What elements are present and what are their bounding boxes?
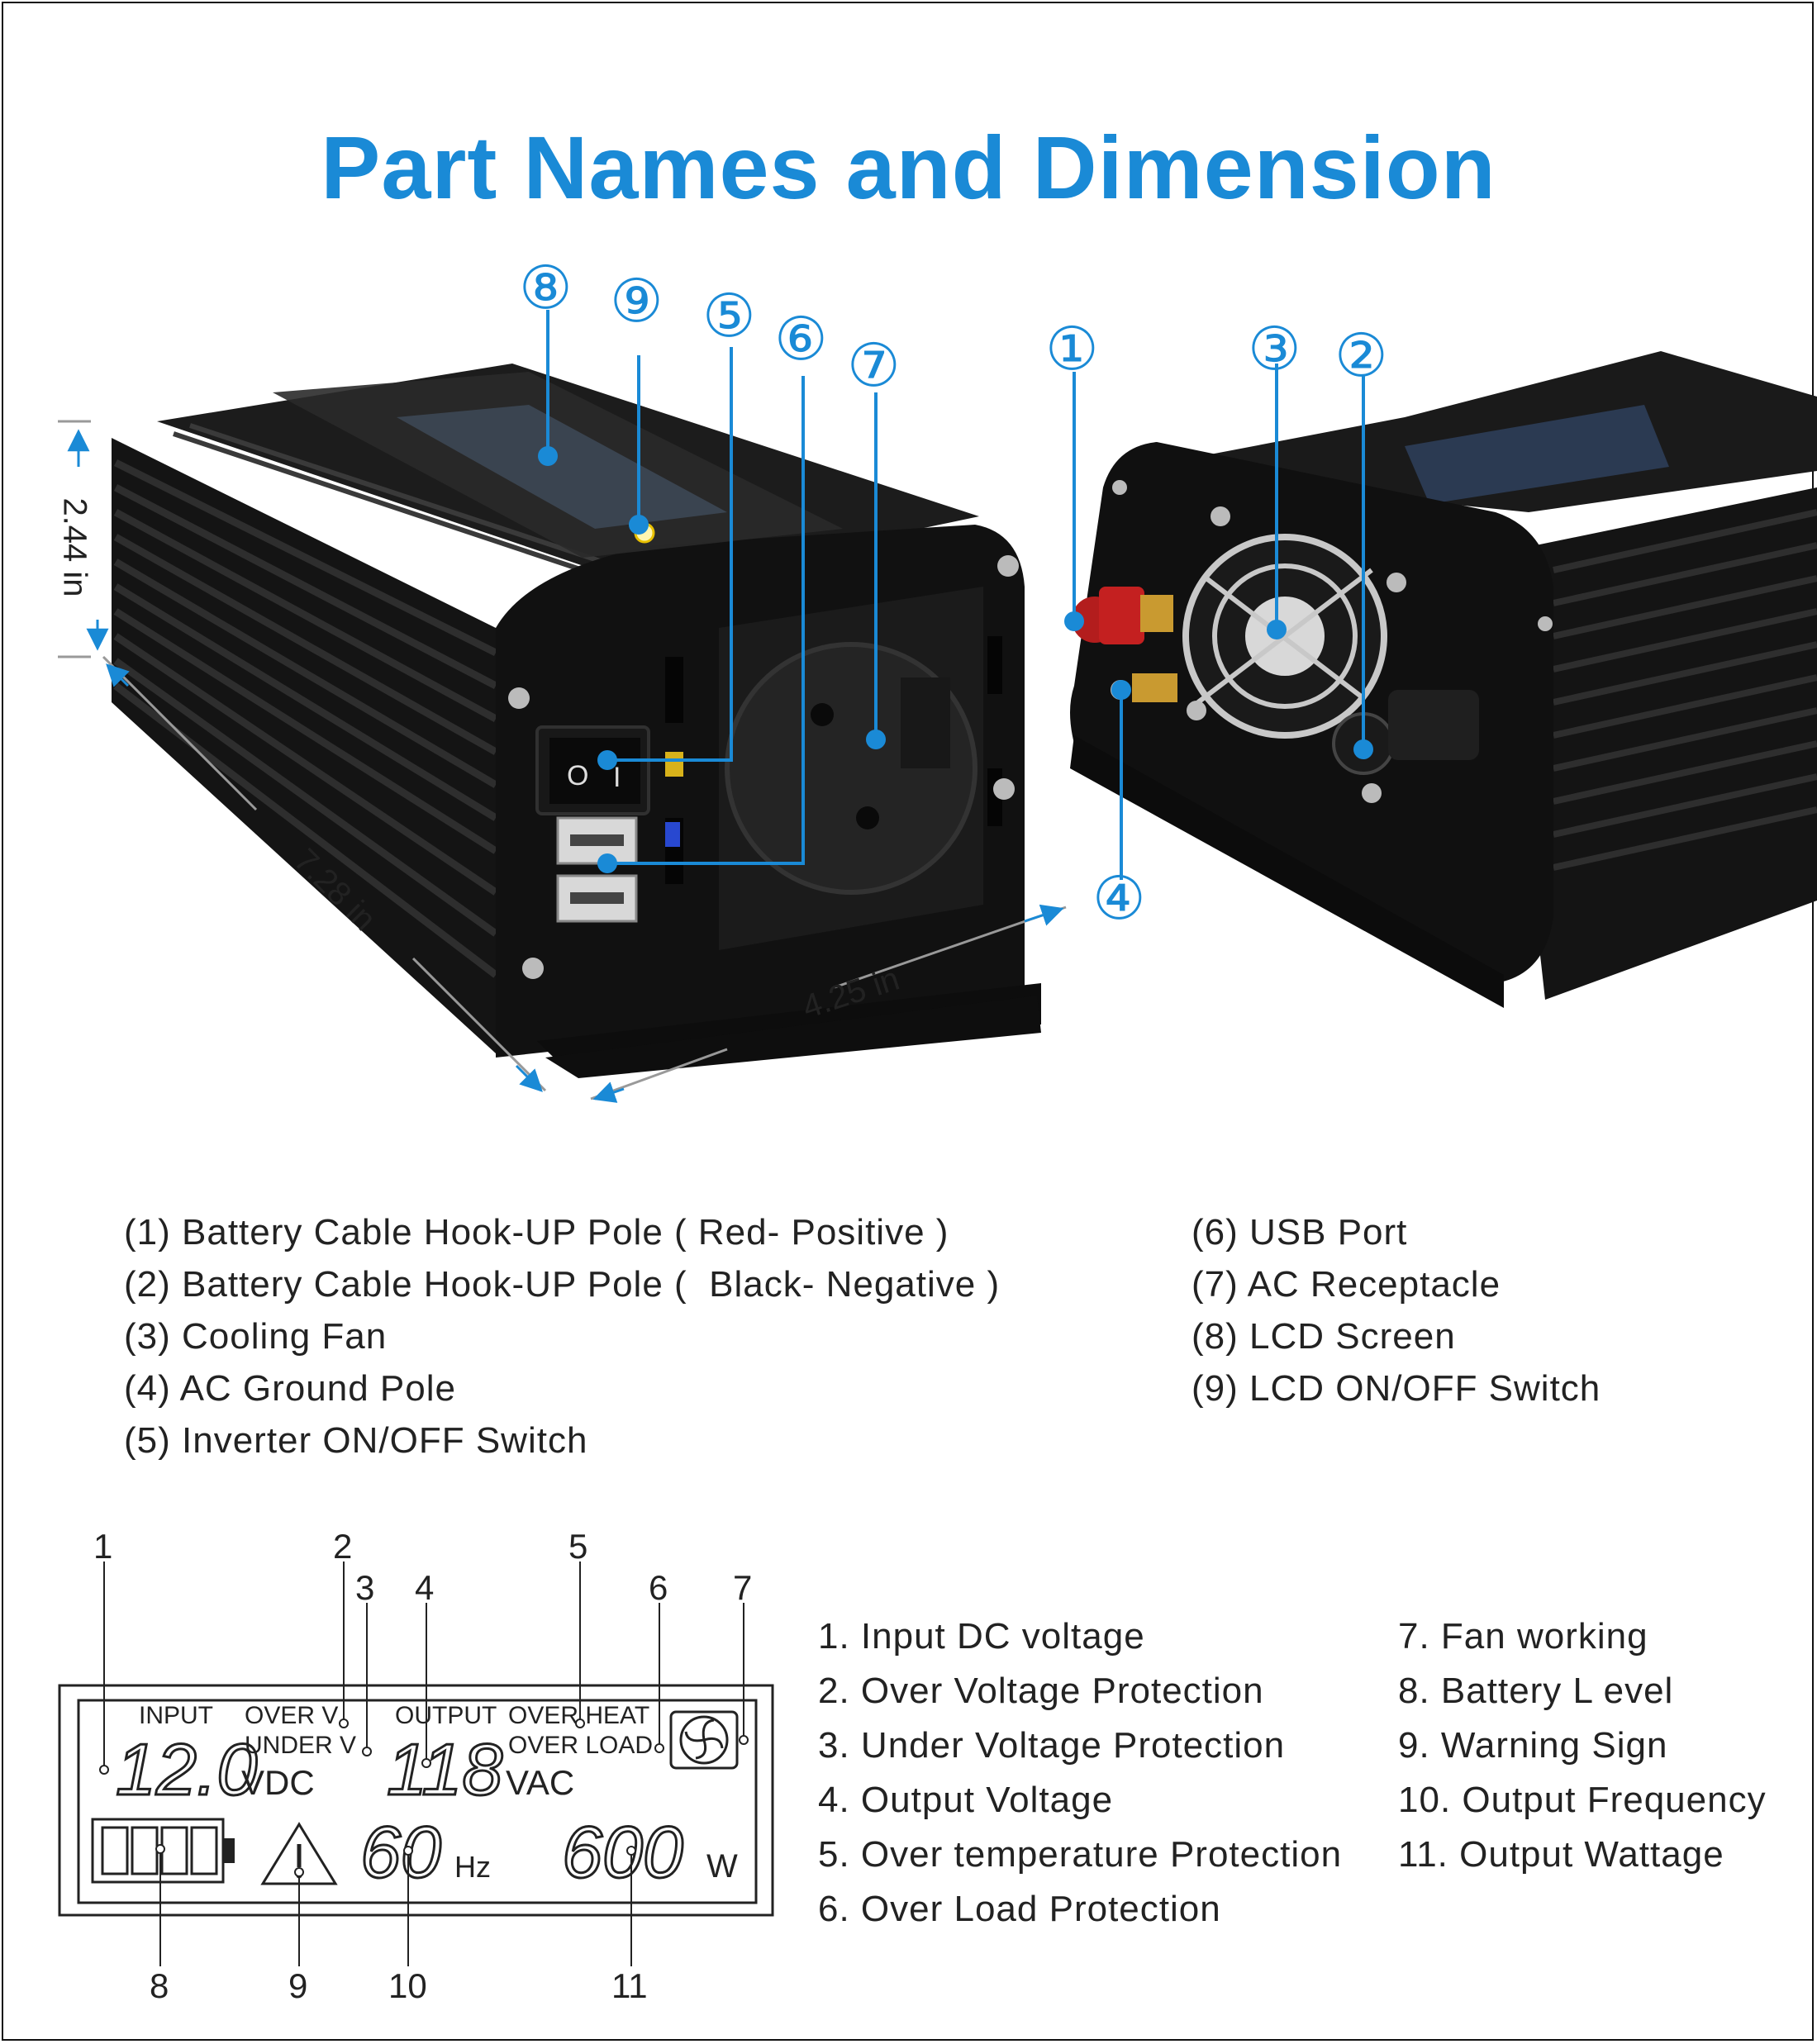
lcd-pointer-dots — [99, 1718, 749, 1877]
part-item: (1) Battery Cable Hook-UP Pole ( Red- Po… — [124, 1212, 949, 1253]
pointer-3: 3 — [355, 1568, 374, 1607]
inverter-front-view: O I — [112, 364, 1041, 1078]
callout-3: ③ — [1248, 314, 1301, 383]
lcd-unit-hz: Hz — [454, 1850, 491, 1884]
pointer-10: 10 — [388, 1966, 427, 1999]
callout-7: ⑦ — [847, 330, 901, 400]
callout-9: ⑨ — [610, 266, 664, 335]
part-item: (3) Cooling Fan — [124, 1316, 388, 1357]
fan-icon — [669, 1710, 739, 1770]
pointer-8: 8 — [150, 1966, 169, 1999]
pointer-5: 5 — [568, 1527, 587, 1566]
callout-1: ① — [1045, 314, 1099, 383]
callout-8: ⑧ — [519, 253, 573, 322]
pointer-7: 7 — [733, 1568, 752, 1607]
lcd-label-output: OUTPUT — [395, 1702, 497, 1729]
part-item: (9) LCD ON/OFF Switch — [1192, 1368, 1601, 1409]
part-item: (4) AC Ground Pole — [124, 1368, 456, 1409]
lcd-label-over-v: OVER V — [245, 1702, 338, 1729]
legend-item: 2. Over Voltage Protection — [818, 1671, 1264, 1711]
lcd-legend-right: 7. Fan working 8. Battery L evel 9. Warn… — [1398, 1609, 1767, 1882]
part-item: (6) USB Port — [1192, 1212, 1408, 1253]
legend-item: 4. Output Voltage — [818, 1780, 1114, 1820]
lcd-unit-vdc: VDC — [241, 1763, 315, 1802]
legend-item: 11. Output Wattage — [1398, 1834, 1724, 1875]
page-title: Part Names and Dimension — [321, 117, 1496, 217]
lcd-unit-w: W — [706, 1848, 738, 1885]
dimension-height: 2.44 in — [56, 497, 93, 597]
lcd-pointer-numbers: 1 2 3 4 5 6 7 8 9 10 11 — [93, 1527, 752, 1999]
pointer-9: 9 — [288, 1966, 307, 1999]
pointer-1: 1 — [93, 1527, 112, 1566]
lcd-unit-vac: VAC — [506, 1763, 574, 1802]
lcd-wattage: 600 — [562, 1811, 683, 1893]
part-item: (2) Battery Cable Hook-UP Pole ( Black- … — [124, 1264, 1001, 1305]
pointer-2: 2 — [333, 1527, 352, 1566]
part-list-left: (1) Battery Cable Hook-UP Pole ( Red- Po… — [124, 1206, 1000, 1466]
lcd-diagram: INPUT OVER V UNDER V OUTPUT OVER HEAT OV… — [58, 1527, 774, 1999]
part-item: (8) LCD Screen — [1192, 1316, 1456, 1357]
callout-2: ② — [1334, 321, 1388, 390]
part-list-right: (6) USB Port (7) AC Receptacle (8) LCD S… — [1192, 1206, 1601, 1414]
lcd-frequency: 60 — [360, 1811, 441, 1893]
part-item: (5) Inverter ON/OFF Switch — [124, 1420, 588, 1461]
inverter-rear-view — [1070, 351, 1817, 1008]
callout-leaders — [546, 310, 1365, 880]
lcd-label-over-load: OVER LOAD — [508, 1732, 653, 1759]
legend-item: 10. Output Frequency — [1398, 1780, 1767, 1820]
callout-4: ④ — [1092, 863, 1146, 933]
callout-5: ⑤ — [702, 281, 756, 350]
legend-item: 6. Over Load Protection — [818, 1889, 1221, 1929]
dimension-lines — [58, 420, 1067, 1103]
pointer-11: 11 — [611, 1966, 648, 1999]
legend-item: 5. Over temperature Protection — [818, 1834, 1343, 1875]
svg-text:O: O — [567, 760, 588, 791]
legend-item: 9. Warning Sign — [1398, 1725, 1668, 1766]
legend-item: 8. Battery L evel — [1398, 1671, 1674, 1711]
pointer-4: 4 — [415, 1568, 434, 1607]
lcd-output-voltage: 118 — [387, 1728, 502, 1810]
legend-item: 7. Fan working — [1398, 1616, 1648, 1657]
lcd-label-under-v: UNDER V — [245, 1732, 356, 1759]
legend-item: 3. Under Voltage Protection — [818, 1725, 1286, 1766]
lcd-input-voltage: 12.0 — [116, 1728, 257, 1810]
part-item: (7) AC Receptacle — [1192, 1264, 1501, 1305]
battery-level-icon — [91, 1818, 235, 1884]
callout-dots — [538, 446, 1373, 873]
lcd-pointers — [103, 1562, 744, 1966]
lcd-label-input: INPUT — [139, 1702, 213, 1729]
legend-item: 1. Input DC voltage — [818, 1616, 1145, 1657]
svg-text:I: I — [613, 762, 621, 793]
product-illustration: O I — [58, 310, 1817, 1103]
pointer-6: 6 — [649, 1568, 668, 1607]
callout-6: ⑥ — [774, 304, 828, 373]
lcd-legend-left: 1. Input DC voltage 2. Over Voltage Prot… — [818, 1609, 1342, 1937]
